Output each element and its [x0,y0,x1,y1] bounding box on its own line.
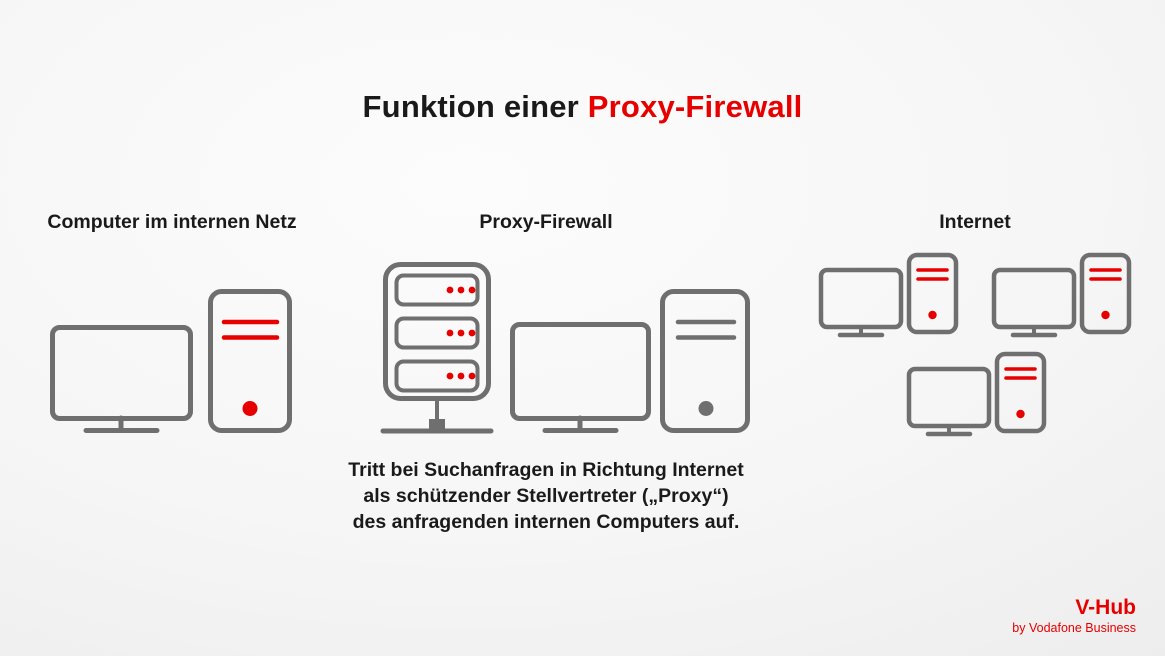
internal-monitor-icon [50,325,193,433]
description-line: als schützender Stellvertreter („Proxy“) [363,485,729,507]
page-title: Funktion einer Proxy-Firewall [0,89,1165,125]
internet-pc-icon [909,354,1044,434]
title-prefix: Funktion einer [362,89,588,124]
internet-pc-icon [821,255,956,335]
vhub-logo-tagline: by Vodafone Business [1012,621,1136,635]
description-line: Tritt bei Suchanfragen in Richtung Inter… [348,459,744,481]
internal-tower-icon [208,289,292,433]
proxy-description: Tritt bei Suchanfragen in Richtung Inter… [348,457,743,535]
server-led-dots [446,286,476,380]
proxy-server-icon [380,262,494,434]
title-accent: Proxy-Firewall [587,89,803,124]
section-label-internet: Internet [939,211,1011,233]
proxy-monitor-icon [510,322,651,433]
description-line: des anfragenden internen Computers auf. [352,511,740,533]
section-label-proxy-firewall: Proxy-Firewall [479,211,613,233]
internet-pc-icon [994,255,1129,335]
section-label-internal-network: Computer im internen Netz [47,211,297,233]
vhub-logo: V-Hub by Vodafone Business [1012,596,1136,636]
proxy-tower-icon [660,289,750,433]
vhub-logo-text: V-Hub [1075,596,1136,619]
